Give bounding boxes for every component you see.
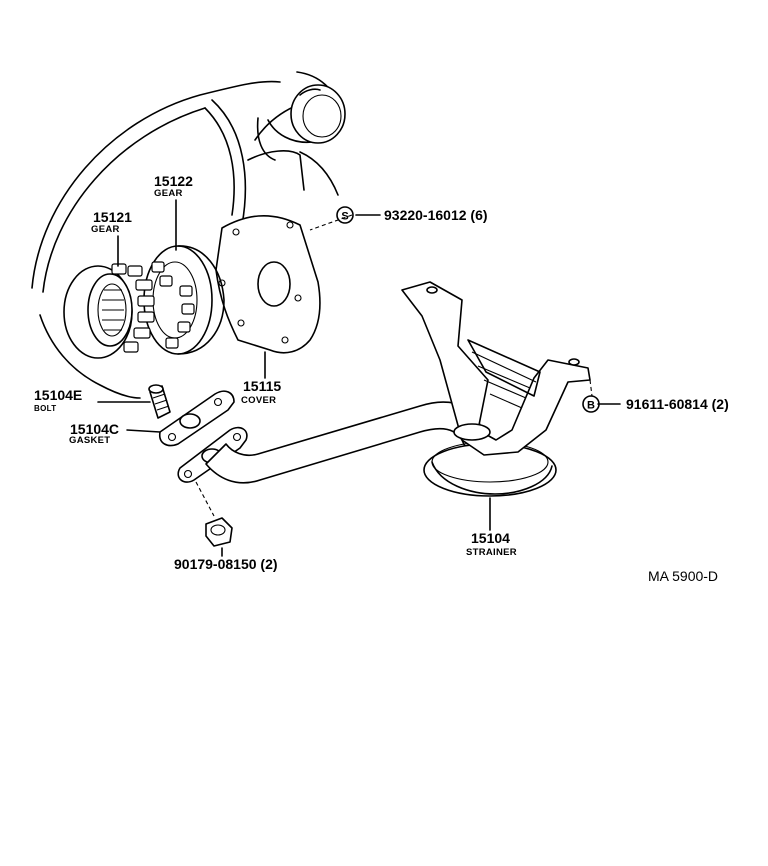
label-15104c-name: GASKET bbox=[69, 435, 110, 446]
label-15122-name: GEAR bbox=[154, 188, 183, 199]
oil-filler-plug bbox=[290, 84, 346, 144]
label-15115-name: COVER bbox=[241, 395, 276, 406]
label-nut-part: 90179-08150 (2) bbox=[174, 556, 278, 572]
leader-lines bbox=[97, 199, 621, 557]
label-15121-number: 15121 bbox=[93, 209, 132, 225]
gear-teeth bbox=[111, 261, 195, 353]
svg-text:S: S bbox=[341, 211, 348, 223]
label-15104-number: 15104 bbox=[471, 530, 510, 546]
label-15104e-name: BOLT bbox=[34, 404, 56, 413]
oil-pump-cover bbox=[215, 215, 321, 354]
label-15115-number: 15115 bbox=[243, 378, 281, 394]
gear-15121-inner bbox=[63, 265, 133, 359]
label-screw-part: 93220-16012 (6) bbox=[384, 207, 488, 223]
bolt-symbol-callout: B bbox=[582, 395, 600, 413]
strainer-15104-shape bbox=[401, 281, 591, 497]
strainer-pipe bbox=[177, 401, 493, 484]
svg-text:B: B bbox=[587, 400, 595, 412]
nut-90179-shape bbox=[205, 517, 233, 547]
label-bolt-part: 91611-60814 (2) bbox=[626, 396, 729, 412]
figure-code: MA 5900-D bbox=[648, 568, 718, 584]
label-15121-name: GEAR bbox=[91, 224, 120, 235]
label-15122-number: 15122 bbox=[154, 173, 193, 189]
gasket-15104c-shape bbox=[158, 390, 235, 447]
label-15104c-number: 15104C bbox=[70, 421, 119, 437]
bolt-15104e-shape bbox=[148, 384, 171, 419]
screw-symbol-callout: S bbox=[336, 206, 354, 224]
part-labels: 15122 GEAR 15121 GEAR 15104E BOLT 15104C… bbox=[34, 173, 729, 584]
label-15104e-number: 15104E bbox=[34, 387, 82, 403]
label-15104-name: STRAINER bbox=[466, 547, 517, 558]
